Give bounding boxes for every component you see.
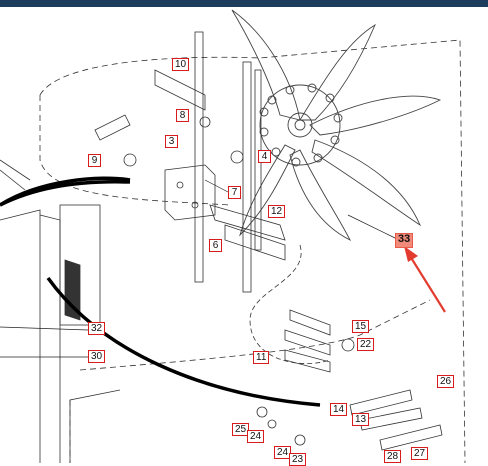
callout-25: 25 bbox=[232, 423, 250, 436]
dashed-boundary-4 bbox=[79, 299, 431, 371]
callout-6: 6 bbox=[209, 239, 222, 252]
dashed-boundary-2 bbox=[39, 95, 231, 206]
callout-14: 14 bbox=[330, 403, 348, 416]
hoses bbox=[94, 69, 443, 451]
callout-30: 30 bbox=[88, 350, 106, 363]
fittings bbox=[123, 116, 355, 446]
callout-23: 23 bbox=[289, 453, 307, 466]
callout-3: 3 bbox=[165, 135, 178, 148]
callout-33: 33 bbox=[395, 233, 414, 248]
callout-7: 7 bbox=[228, 186, 241, 199]
callout-26: 26 bbox=[437, 375, 455, 388]
callout-15: 15 bbox=[352, 320, 370, 333]
callout-8: 8 bbox=[176, 109, 189, 122]
callout-24a: 24 bbox=[247, 430, 265, 443]
callout-10: 10 bbox=[172, 58, 190, 71]
callout-28: 28 bbox=[384, 450, 402, 463]
callout-9: 9 bbox=[88, 154, 101, 167]
callout-12: 12 bbox=[268, 205, 286, 218]
callout-24b: 24 bbox=[274, 446, 292, 459]
vertical-rods bbox=[194, 31, 262, 293]
pipe-route bbox=[249, 244, 331, 364]
callout-32: 32 bbox=[88, 322, 106, 335]
radiator bbox=[0, 159, 121, 463]
callout-13: 13 bbox=[352, 413, 370, 426]
callout-11: 11 bbox=[253, 351, 270, 364]
red-arrow bbox=[404, 246, 446, 313]
callout-22: 22 bbox=[357, 338, 375, 351]
callout-4: 4 bbox=[258, 150, 271, 163]
fan bbox=[231, 9, 442, 242]
bracket-block bbox=[164, 164, 216, 221]
header-bar bbox=[0, 0, 488, 7]
dashed-boundary bbox=[39, 39, 466, 463]
callout-27: 27 bbox=[411, 447, 429, 460]
